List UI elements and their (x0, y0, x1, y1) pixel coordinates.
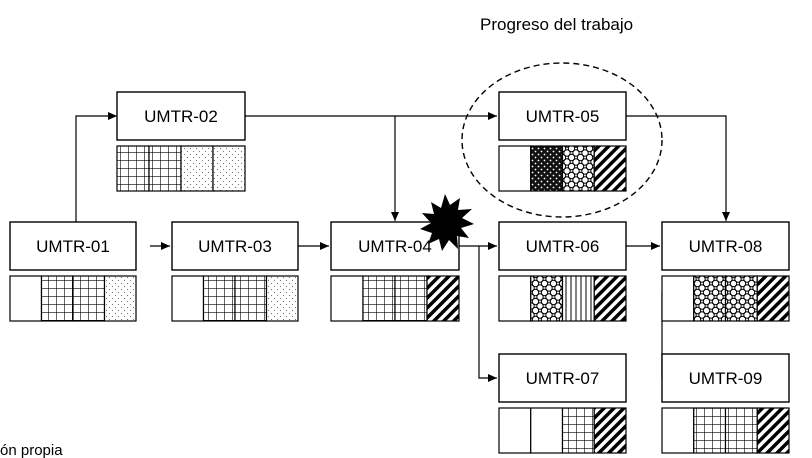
status-segment-dots (103, 275, 137, 322)
status-segment-blank (9, 275, 43, 322)
alert-starburst-icon (420, 194, 474, 251)
edge-umtr-05-to-umtr-08 (626, 115, 730, 221)
node-label: UMTR-06 (526, 237, 600, 256)
status-segment-dark (530, 145, 564, 192)
edge-umtr-02-to-umtr-04 (245, 115, 399, 221)
node-box (9, 221, 137, 271)
node-umtr-04[interactable]: UMTR-04 (330, 221, 460, 322)
edge-umtr-04-to-umtr-07 (478, 246, 497, 382)
status-segment-blank (661, 275, 695, 322)
status-bar (9, 275, 137, 322)
status-segment-blank (661, 407, 695, 454)
status-segment-blank (530, 407, 564, 454)
status-bar (498, 145, 627, 192)
status-segment-circles (561, 145, 595, 192)
node-box (661, 221, 790, 271)
status-bar (498, 275, 627, 322)
node-label: UMTR-08 (689, 237, 763, 256)
status-segment-grid (362, 275, 396, 322)
status-bar (498, 407, 627, 454)
status-segment-circles (693, 275, 727, 322)
node-label: UMTR-02 (144, 107, 218, 126)
status-segment-grid (72, 275, 106, 322)
status-bar (171, 275, 299, 322)
status-segment-blank (498, 407, 532, 454)
node-label: UMTR-09 (689, 369, 763, 388)
node-umtr-07[interactable]: UMTR-07 (498, 353, 627, 454)
status-segment-grid (148, 145, 182, 192)
status-segment-blank (171, 275, 205, 322)
status-segment-circles (530, 275, 564, 322)
status-segment-hatch (756, 407, 790, 454)
status-segment-hatch (426, 275, 460, 322)
diagram-caption: Progreso del trabajo (480, 15, 633, 34)
status-segment-blank (498, 275, 532, 322)
node-umtr-09[interactable]: UMTR-09 (661, 353, 790, 454)
status-segment-grid (40, 275, 74, 322)
status-segment-dots (265, 275, 299, 322)
node-umtr-01[interactable]: UMTR-01 (9, 221, 137, 322)
node-umtr-02[interactable]: UMTR-02 (116, 91, 246, 192)
status-segment-blank (498, 145, 532, 192)
status-bar (661, 407, 790, 454)
status-bar (330, 275, 460, 322)
status-segment-vlines (561, 275, 595, 322)
node-label: UMTR-04 (358, 237, 432, 256)
node-box (498, 221, 627, 271)
status-segment-hatch (593, 145, 627, 192)
status-segment-dots (212, 145, 246, 192)
node-umtr-08[interactable]: UMTR-08 (661, 221, 790, 322)
node-box (116, 91, 246, 141)
status-segment-circles (724, 275, 758, 322)
progress-highlight-circle (461, 62, 663, 218)
node-label: UMTR-03 (198, 237, 272, 256)
status-segment-dots (180, 145, 214, 192)
node-box (498, 91, 627, 141)
node-box (498, 353, 627, 403)
status-segment-grid (234, 275, 268, 322)
status-segment-grid (561, 407, 595, 454)
edge-umtr-01-to-umtr-02 (75, 112, 117, 222)
status-segment-grid (116, 145, 150, 192)
node-umtr-06[interactable]: UMTR-06 (498, 221, 627, 322)
status-segment-blank (330, 275, 364, 322)
node-box (171, 221, 299, 271)
status-segment-grid (724, 407, 758, 454)
source-footnote: ón propia (0, 442, 63, 458)
node-umtr-03[interactable]: UMTR-03 (171, 221, 299, 322)
node-label: UMTR-05 (526, 107, 600, 126)
status-segment-grid (202, 275, 236, 322)
node-label: UMTR-07 (526, 369, 600, 388)
status-segment-hatch (593, 407, 627, 454)
node-umtr-05[interactable]: UMTR-05 (498, 91, 627, 192)
status-segment-hatch (756, 275, 790, 322)
status-bar (661, 275, 790, 322)
node-label: UMTR-01 (36, 237, 110, 256)
status-bar (116, 145, 246, 192)
status-segment-hatch (593, 275, 627, 322)
status-segment-grid (693, 407, 727, 454)
status-segment-grid (394, 275, 428, 322)
node-box (661, 353, 790, 403)
